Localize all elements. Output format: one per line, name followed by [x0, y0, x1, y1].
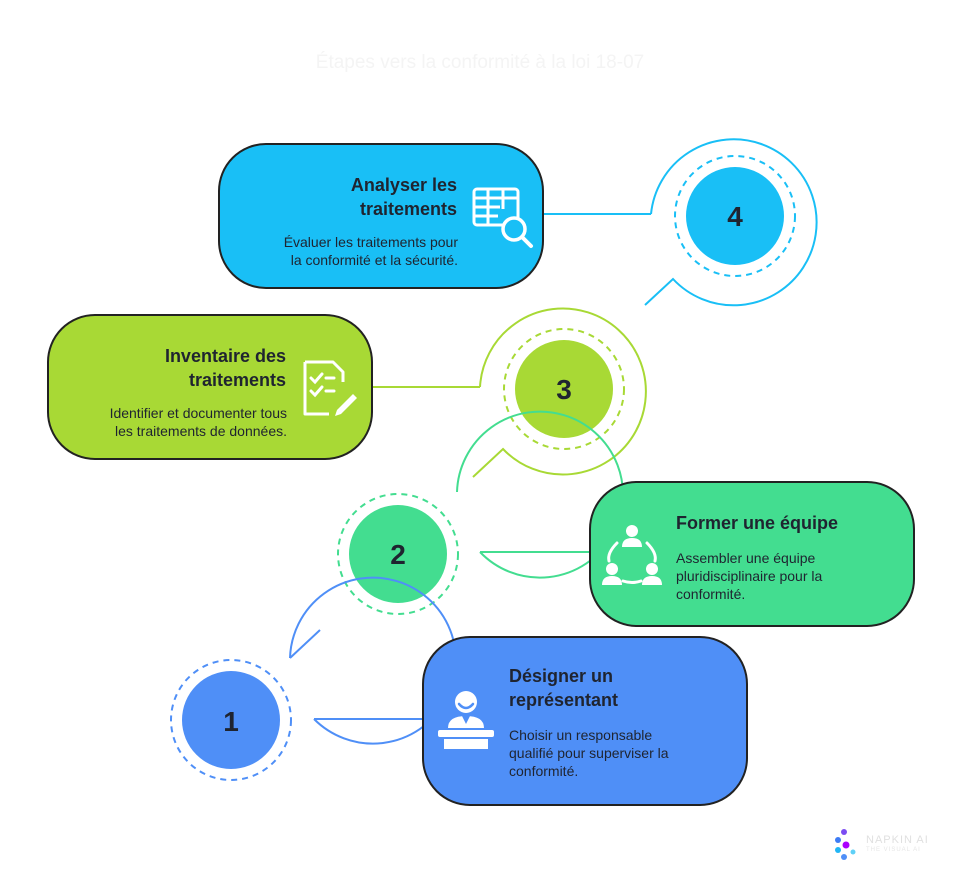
step-1-desc-line3: conformité. [509, 763, 579, 779]
step-4-desc-line2: la conformité et la sécurité. [290, 252, 458, 268]
step-1-ring [170, 576, 457, 781]
step-2-description: Assembler une équipe pluridisciplinaire … [676, 549, 896, 603]
step-3-desc-line1: Identifier et documenter tous [109, 405, 287, 421]
step-3-circle [515, 340, 613, 438]
step-4-number: 4 [727, 201, 743, 232]
step-3-title-line2: traitements [188, 370, 286, 390]
step-1-card: Désigner un représentant Choisir un resp… [422, 636, 748, 806]
step-3-ring [372, 307, 647, 478]
step-3-desc-line2: les traitements de données. [115, 423, 287, 439]
step-2-title: Former une équipe [676, 511, 896, 535]
team-cycle-icon [602, 525, 662, 585]
table-search-icon [472, 187, 533, 248]
step-3-title: Inventaire des traitements [69, 344, 286, 392]
step-4-description: Évaluer les traitements pour la conformi… [230, 233, 458, 269]
step-4-card: Analyser les traitements Évaluer les tra… [218, 143, 544, 289]
step-2-desc-line1: Assembler une équipe [676, 550, 816, 566]
step-1-title: Désigner un représentant [509, 664, 729, 712]
step-2-desc-line3: conformité. [676, 586, 746, 602]
step-4-title-line2: traitements [359, 199, 457, 219]
step-1-desc-line2: qualifié pour superviser la [509, 745, 669, 761]
representative-at-desk-icon [438, 691, 494, 749]
step-1-number: 1 [223, 706, 239, 737]
logo-name: NAPKIN AI [866, 834, 929, 846]
step-3-description: Identifier et documenter tous les traite… [59, 404, 287, 440]
step-1-title-line2: représentant [509, 690, 619, 710]
step-3-number: 3 [556, 374, 572, 405]
step-1-desc-line1: Choisir un responsable [509, 727, 653, 743]
step-4-circle [686, 167, 784, 265]
step-4-title-line1: Analyser les [350, 175, 457, 195]
step-2-number: 2 [390, 539, 406, 570]
checklist-pen-icon [303, 360, 357, 416]
step-4-title: Analyser les traitements [240, 173, 457, 221]
step-2-title-line1: Former une équipe [676, 513, 839, 533]
step-3-title-line1: Inventaire des [164, 346, 286, 366]
diagram-title: Étapes vers la conformité à la loi 18-07 [315, 52, 645, 73]
step-4-ring [542, 138, 818, 307]
step-1-description: Choisir un responsable qualifié pour sup… [509, 726, 729, 780]
step-1-circle [182, 671, 280, 769]
step-4-desc-line1: Évaluer les traitements pour [283, 234, 458, 250]
logo-tagline: THE VISUAL AI [866, 847, 921, 853]
step-2-card: Former une équipe Assembler une équipe p… [589, 481, 915, 627]
step-2-desc-line2: pluridisciplinaire pour la [676, 568, 823, 584]
step-3-card: Inventaire des traitements Identifier et… [47, 314, 373, 460]
step-1-title-line1: Désigner un [509, 666, 614, 686]
napkin-logo-icon [835, 829, 856, 860]
